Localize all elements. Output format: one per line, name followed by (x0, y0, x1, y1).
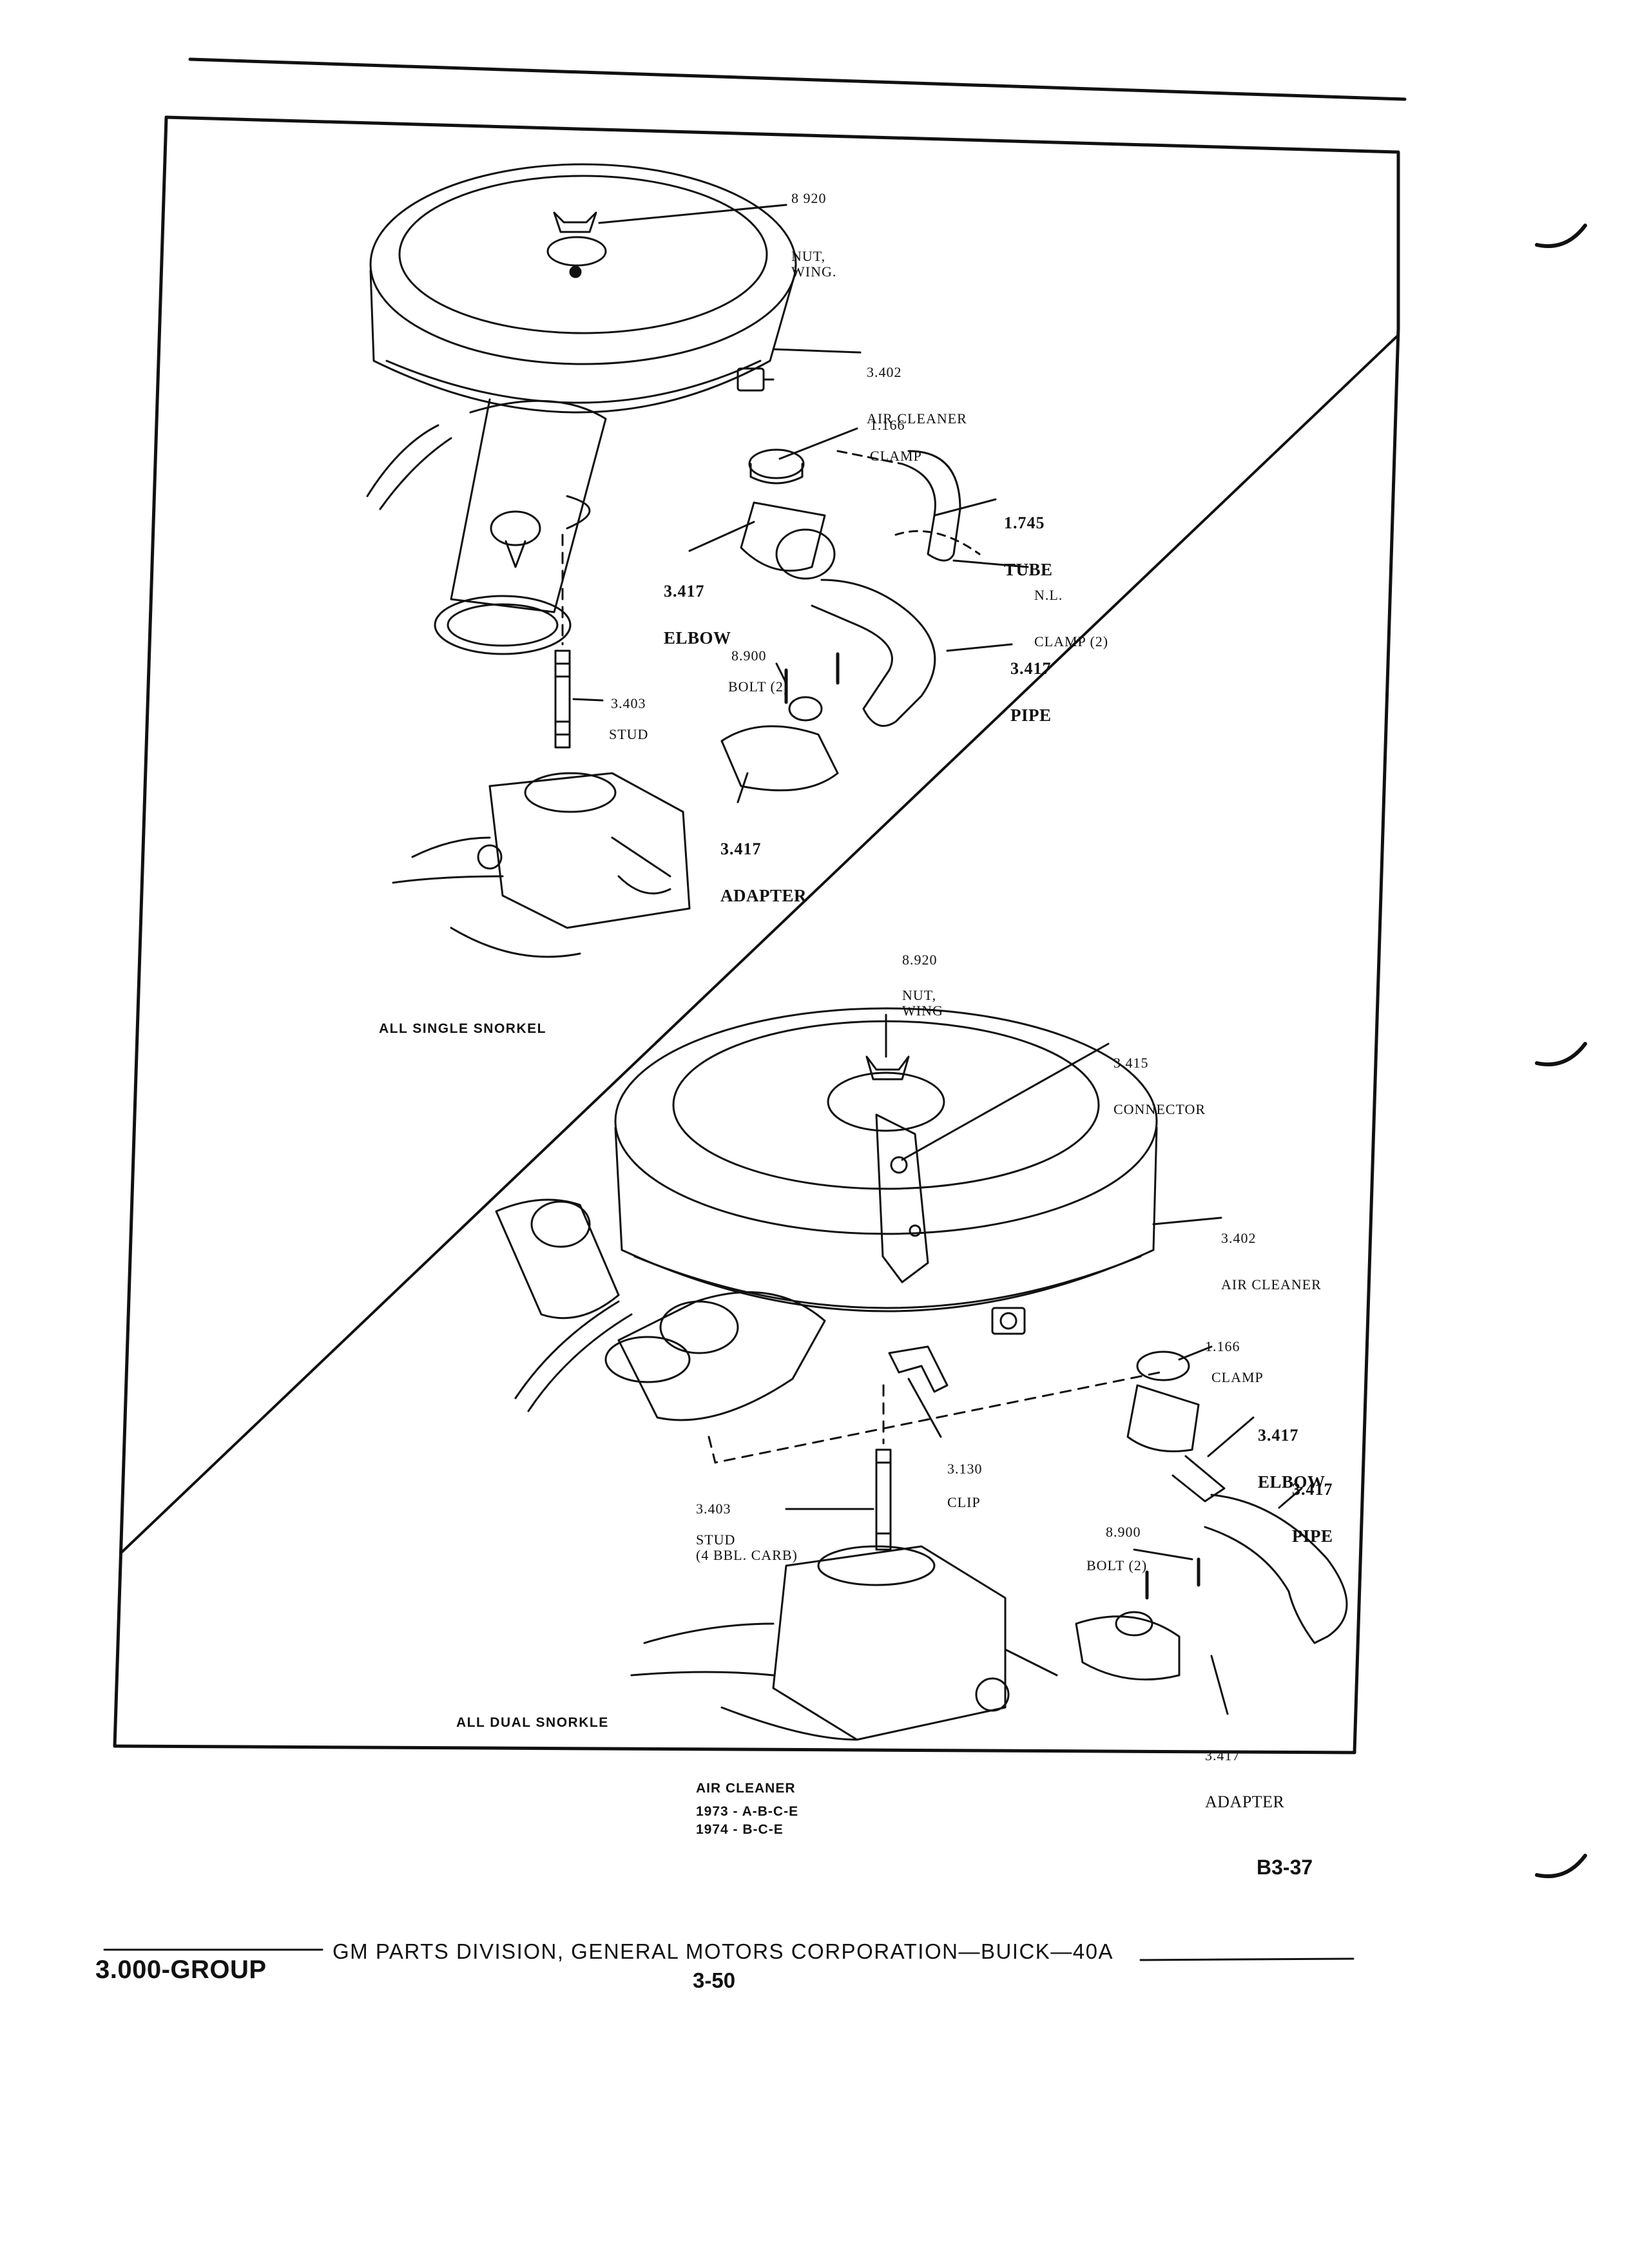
part-number: 8.900 (731, 648, 767, 664)
part-name: CLAMP (870, 448, 922, 464)
callout-clamp-lower-name: CLAMP (1211, 1339, 1264, 1401)
single-snorkel-air-cleaner (366, 163, 981, 958)
figure-caption: AIR CLEANER 1973 - A-B-C-E 1974 - B-C-E (696, 1780, 798, 1839)
part-number: 8.920 (902, 952, 938, 968)
figure-frame-left (113, 115, 168, 1748)
part-name: AIR CLEANER (867, 410, 967, 427)
callout-tube-upper: 1.745 TUBE (1004, 485, 1053, 593)
callout-clip-lower-name: CLIP (947, 1464, 981, 1526)
figure-id: B3-37 (1257, 1856, 1313, 1879)
dual-snorkel-air-cleaner (495, 1007, 1348, 1741)
part-number: 8 920 (791, 190, 827, 206)
callout-air-cleaner-lower: 3.402 AIR CLEANER (1221, 1200, 1322, 1308)
part-number: 3.417 (1258, 1426, 1299, 1445)
callout-pipe-upper: 3.417 PIPE (1010, 630, 1052, 738)
part-name: CLAMP (2) (1034, 633, 1109, 649)
figure-frame-bottom (113, 1744, 1356, 1754)
top-rule (188, 57, 1407, 101)
part-number: 8.900 (1106, 1524, 1141, 1540)
callout-bolt-upper-name: BOLT (2) (728, 648, 789, 710)
part-number: 3.415 (1113, 1055, 1149, 1071)
part-number: 3.130 (947, 1461, 983, 1477)
part-name: BOLT (2) (728, 678, 789, 695)
callout-elbow-upper: 3.417 ELBOW (664, 553, 731, 661)
caption-line-1: 1973 - A-B-C-E (696, 1804, 799, 1819)
part-name: NUT, WING (902, 987, 943, 1019)
callout-bolt-upper-number: 8.900 (731, 617, 767, 679)
part-name: CLAMP (1211, 1369, 1264, 1385)
part-name: NUT, WING. (791, 248, 837, 280)
callout-connector-lower: 3.415 CONNECTOR (1113, 1024, 1206, 1133)
callout-clip-lower-number: 3.130 (947, 1430, 983, 1492)
callout-elbow-lower: 3.417 ELBOW (1258, 1397, 1325, 1505)
binder-mark (1535, 1854, 1587, 1878)
part-number: 3.403 (696, 1501, 731, 1517)
part-name: ELBOW (1258, 1472, 1325, 1492)
part-name: ADAPTER (720, 886, 807, 905)
part-number: 3.417 (664, 582, 705, 601)
binder-mark (1535, 1042, 1587, 1066)
callout-wing-nut-lower-name: NUT, WING (902, 957, 943, 1034)
part-name: BOLT (2) (1086, 1557, 1148, 1573)
callout-stud-upper-number: 3.403 (611, 665, 646, 727)
callout-bolt-lower-name: BOLT (2) (1086, 1527, 1147, 1589)
binder-mark (1535, 224, 1587, 248)
part-name: ADAPTER (1205, 1792, 1285, 1811)
callout-stud-lower-name: STUD (4 BBL. CARB) (696, 1501, 798, 1579)
part-number: N.L. (1034, 587, 1063, 603)
callout-wing-nut-lower-number: 8.920 (902, 921, 938, 983)
view-title-dual-snorkle: ALL DUAL SNORKLE (456, 1715, 609, 1730)
part-name: AIR CLEANER (1221, 1276, 1322, 1293)
leader-lines (572, 204, 1303, 1715)
callout-stud-upper-name: STUD (609, 696, 648, 758)
part-name: CLIP (947, 1494, 981, 1510)
figure-frame-right (1353, 327, 1400, 1754)
part-number: 1.166 (1205, 1338, 1240, 1354)
part-name: CONNECTOR (1113, 1101, 1206, 1117)
part-name: PIPE (1010, 706, 1052, 725)
part-name: TUBE (1004, 560, 1053, 579)
footer-group-label: 3.000-GROUP (95, 1956, 267, 1984)
caption-title: AIR CLEANER (696, 1781, 796, 1796)
footer-corporation: GM PARTS DIVISION, GENERAL MOTORS CORPOR… (333, 1939, 1114, 1963)
figure-frame-upper (164, 115, 1400, 331)
footer-page-number: 3-50 (693, 1968, 736, 1992)
callout-air-cleaner-upper: 3.402 AIR CLEANER (867, 334, 967, 442)
part-number: 3.417 (720, 840, 762, 858)
part-name: ELBOW (664, 628, 731, 648)
callout-bolt-lower-number: 8.900 (1106, 1494, 1141, 1555)
part-number: 3.402 (867, 364, 902, 380)
callout-wing-nut-upper: 8 920 NUT, WING. (791, 160, 836, 295)
callout-adapter-upper: 3.417 ADAPTER (720, 811, 807, 919)
part-name: STUD (609, 726, 649, 742)
callout-clamp-upper-name: CLAMP (870, 418, 922, 479)
part-number: 3.417 (1292, 1480, 1333, 1499)
view-divider (120, 334, 1400, 1554)
callout-pipe-lower: 3.417 PIPE (1292, 1451, 1333, 1559)
part-number: 3.402 (1221, 1230, 1257, 1246)
part-name: STUD (4 BBL. CARB) (696, 1532, 798, 1563)
part-number: 1.166 (870, 417, 905, 433)
callout-adapter-lower: 3.417 ADAPTER (1205, 1717, 1284, 1825)
part-name: PIPE (1292, 1526, 1333, 1546)
view-title-single-snorkel: ALL SINGLE SNORKEL (379, 1021, 546, 1036)
callout-stud-lower-number: 3.403 (696, 1470, 731, 1532)
part-number: 3.403 (611, 695, 646, 711)
part-number: 1.745 (1004, 514, 1045, 532)
footer-rule-right (1139, 1957, 1354, 1961)
part-number: 3.417 (1010, 659, 1052, 678)
caption-line-2: 1974 - B-C-E (696, 1822, 784, 1837)
callout-clamp-lower-number: 1.166 (1205, 1308, 1240, 1370)
callout-clamp-upper-number: 1.166 (870, 387, 905, 448)
callout-nl-clamp-upper: N.L. CLAMP (2) (1034, 557, 1108, 665)
part-number: 3.417 (1205, 1747, 1240, 1763)
